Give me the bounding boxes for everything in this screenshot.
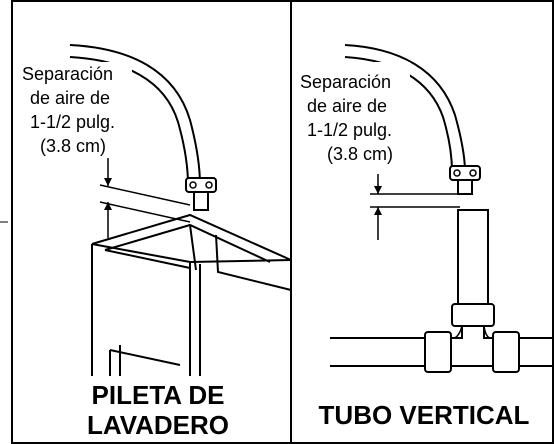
tee-right-hub [492,331,520,373]
right-pipe-outlet [457,179,473,195]
tee-left-hub [424,331,452,373]
left-label-line-3: 1-1/2 pulg. [30,112,115,132]
standpipe [451,209,495,327]
right-title-backdrop [300,394,550,434]
left-label-line-2: de aire de [30,88,110,108]
right-title: TUBO VERTICAL [319,400,530,430]
left-air-gap-dimension [99,158,191,238]
diagram-frame [11,0,554,444]
left-pipe-outlet [193,191,209,211]
left-label-line-4: (3.8 cm) [40,136,106,156]
left-label-line-1: Separación [22,64,113,84]
right-clamp-screw [453,169,461,177]
left-label-backdrop [20,62,132,158]
left-title-line-2: LAVADERO [87,410,229,440]
right-label-line-2: de aire de [307,96,387,116]
right-clamp-screw [469,169,477,177]
standpipe-coupling [451,303,495,327]
right-air-gap-dimension [370,165,460,240]
left-title-line-1: PILETA DE [92,380,225,410]
drain-pipe [330,325,553,373]
left-clamp-screw [205,181,213,189]
right-label-line-4: (3.8 cm) [327,144,393,164]
left-panel: Separación de aire de 1-1/2 pulg. (3.8 c… [20,44,292,442]
standpipe-tube [457,209,489,311]
right-label-backdrop [298,62,410,174]
left-title-backdrop [50,376,270,442]
right-panel: Separación de aire de 1-1/2 pulg. (3.8 c… [298,44,553,434]
right-label-line-3: 1-1/2 pulg. [307,120,392,140]
left-clamp-screw [189,181,197,189]
right-label-line-1: Separación [300,72,391,92]
tee-body [450,325,494,367]
